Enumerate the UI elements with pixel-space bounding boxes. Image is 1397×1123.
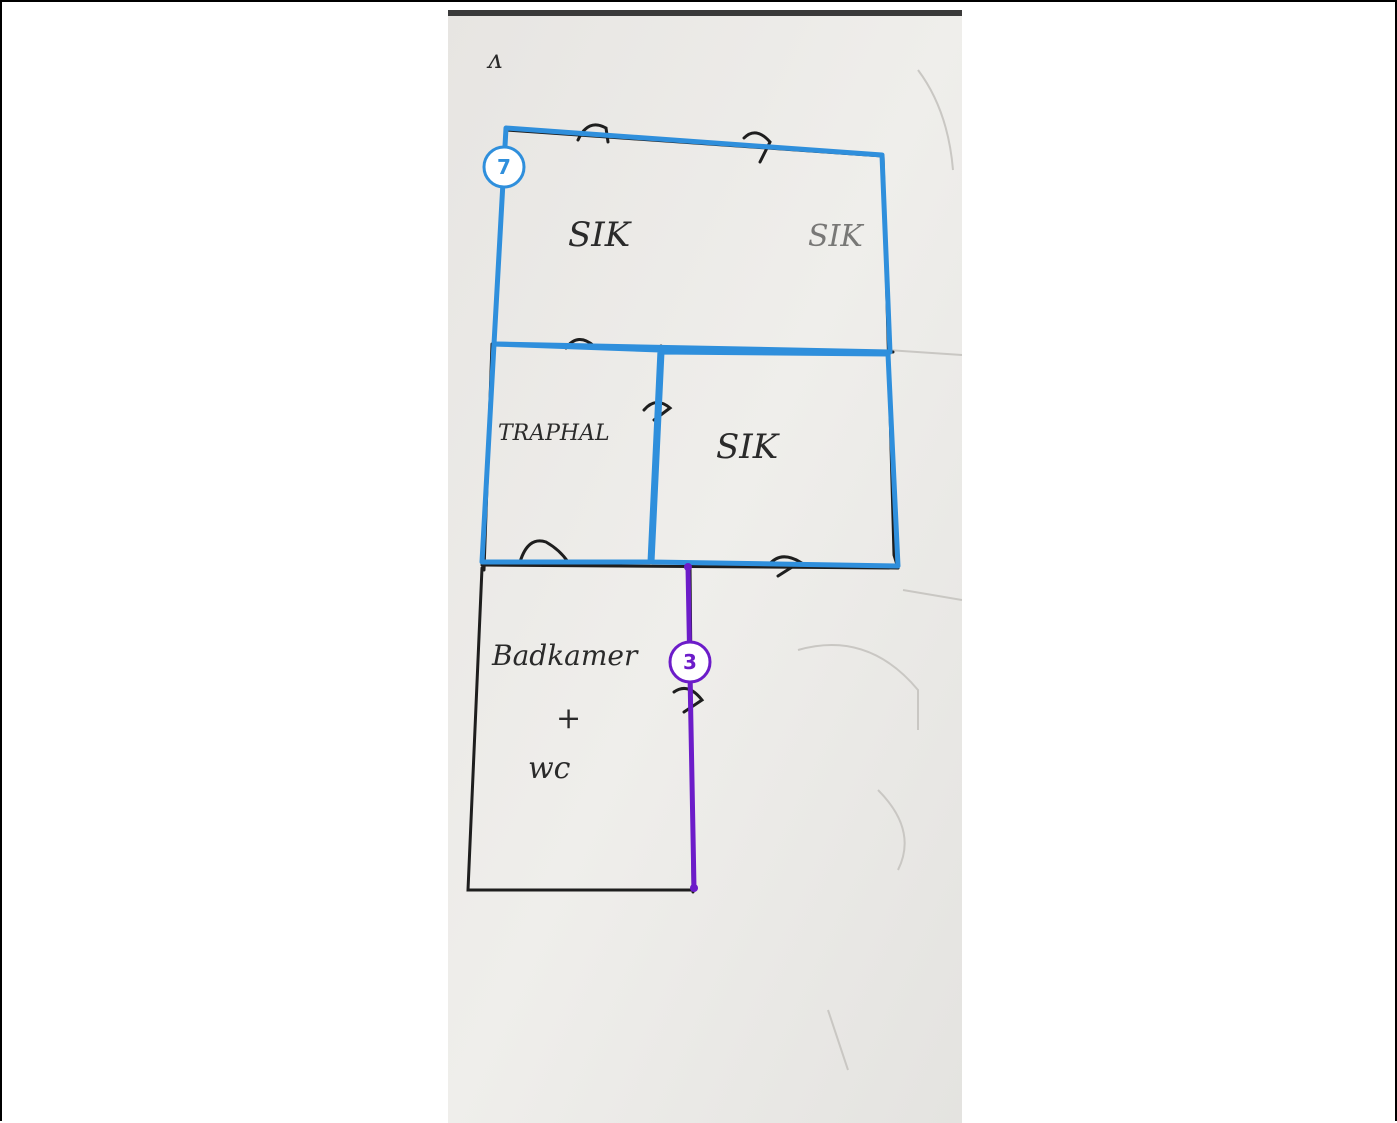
show-through-marks xyxy=(797,69,962,1071)
line-badge[interactable]: 3 xyxy=(668,640,712,684)
line-annotation[interactable] xyxy=(684,563,698,892)
line-badge-label: 3 xyxy=(683,650,697,674)
room-label-bath-1: Badkamer xyxy=(491,639,639,672)
sketch-photo: ᴧ SIK SIK TRAPHAL SIK Badkamer + wc xyxy=(448,10,962,1123)
polygon-annotation[interactable] xyxy=(479,125,901,569)
photo-top-edge xyxy=(448,10,962,16)
show-through-label: SIK xyxy=(808,219,864,254)
polygon-badge-label: 7 xyxy=(497,155,511,179)
line-end-handle[interactable] xyxy=(690,884,698,892)
room-label-bath-2: + xyxy=(556,701,581,736)
room-label-bath-3: wc xyxy=(528,751,571,786)
sketch-svg: ᴧ SIK SIK TRAPHAL SIK Badkamer + wc xyxy=(448,10,962,1123)
room-label-right: SIK xyxy=(716,427,781,467)
room-label-stair: TRAPHAL xyxy=(498,421,610,446)
polygon-badge[interactable]: 7 xyxy=(482,145,526,189)
room-label-top: SIK xyxy=(568,215,633,255)
line-start-handle[interactable] xyxy=(684,563,692,571)
corner-mark: ᴧ xyxy=(486,45,503,75)
